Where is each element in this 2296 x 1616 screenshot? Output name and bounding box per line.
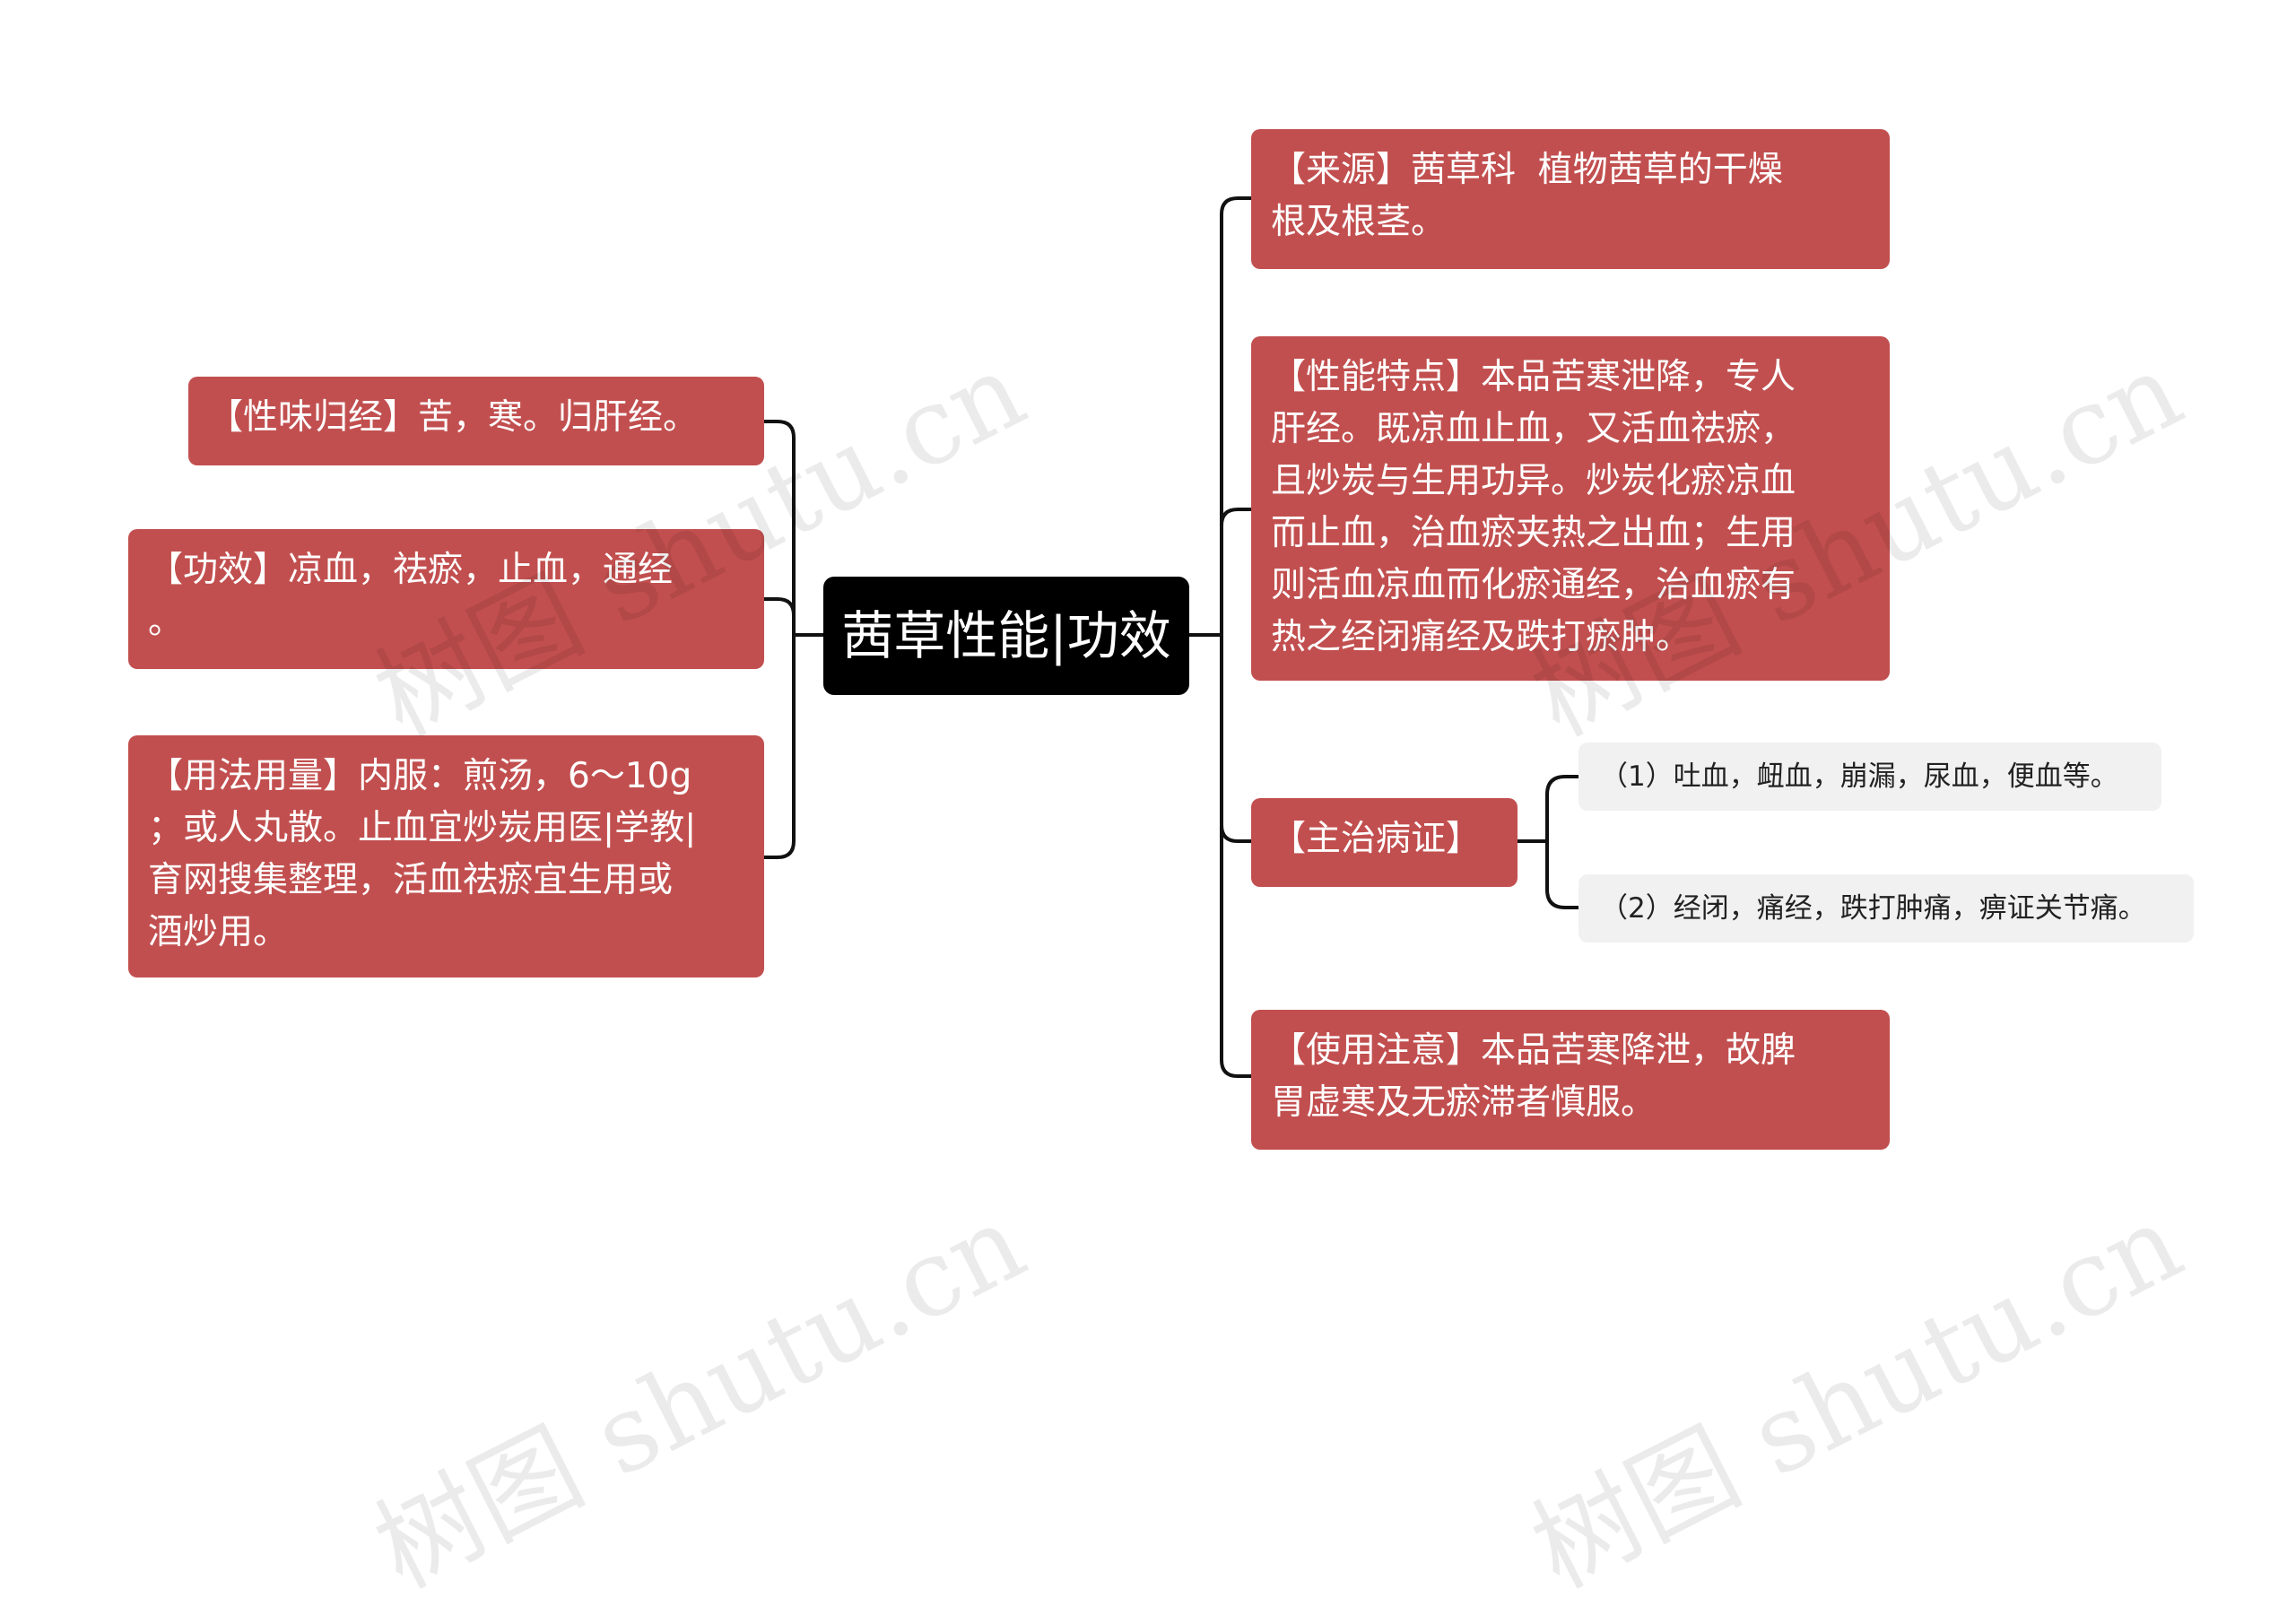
connector-sub-2 (1545, 839, 1580, 909)
mindmap-canvas: 茜草性能|功效 【性味归经】苦，寒。归肝经。 【功效】凉血，祛瘀，止血，通经 。… (128, 129, 2200, 1612)
connector-lines (762, 196, 1580, 1078)
branch-characteristics[interactable]: 【性能特点】本品苦寒泄降，专人 肝经。既凉血止血，又活血祛瘀， 且炒炭与生用功异… (1251, 336, 1890, 681)
branch-efficacy[interactable]: 【功效】凉血，祛瘀，止血，通经 。 (128, 529, 764, 669)
connector-sub-1 (1545, 775, 1580, 843)
indication-item-2[interactable]: （2）经闭，痛经，跌打肿痛，痹证关节痛。 (1578, 874, 2194, 943)
branch-source[interactable]: 【来源】茜草科 植物茜草的干燥 根及根茎。 (1251, 129, 1890, 269)
connector-left-1 (762, 420, 796, 637)
branch-nature-meridian[interactable]: 【性味归经】苦，寒。归肝经。 (188, 377, 764, 465)
connector-right-4 (1220, 633, 1253, 1078)
connector-left-2 (762, 597, 796, 637)
branch-usage-dosage[interactable]: 【用法用量】内服：煎汤，6～10g ；或人丸散。止血宜炒炭用医|学教| 育网搜集… (128, 735, 764, 977)
branch-precautions[interactable]: 【使用注意】本品苦寒降泄，故脾 胃虚寒及无瘀滞者慎服。 (1251, 1010, 1890, 1150)
root-node[interactable]: 茜草性能|功效 (823, 577, 1189, 695)
connector-right-3 (1220, 633, 1253, 843)
branch-indications[interactable]: 【主治病证】 (1251, 798, 1518, 887)
indication-item-1[interactable]: （1）吐血，衄血，崩漏，尿血，便血等。 (1578, 743, 2161, 811)
connector-right-1 (1220, 196, 1253, 637)
connector-right-2 (1220, 508, 1253, 637)
connector-left-3 (762, 633, 796, 859)
